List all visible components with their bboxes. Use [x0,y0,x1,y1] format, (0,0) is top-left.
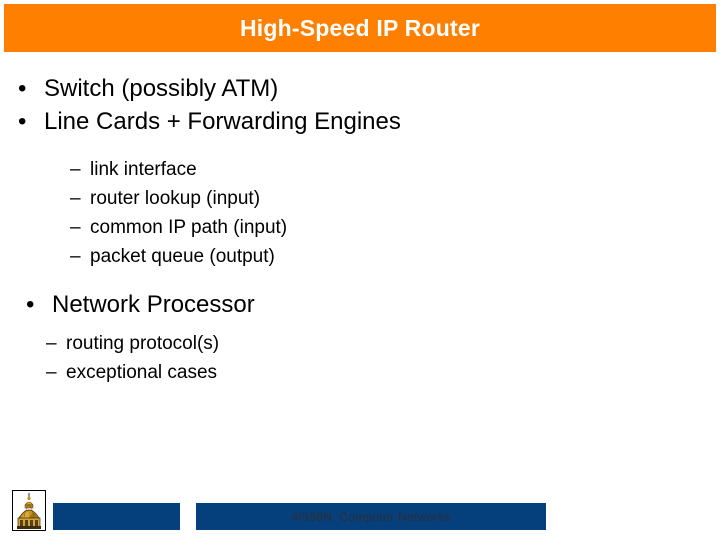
dash-marker-icon: – [70,246,81,267]
university-dome-logo-icon [12,490,46,531]
footer-bar-right: 4/598N: Computer Networks [196,503,546,530]
sub-bullet-item: – exceptional cases [0,358,720,387]
sub-bullet-label: link interface [90,159,197,180]
slide-title-banner: High-Speed IP Router [4,4,716,52]
bullet-label: Network Processor [52,291,255,318]
bullet-label: Switch (possibly ATM) [44,75,279,102]
footer-bar-left [53,503,180,530]
spacer [0,271,720,288]
dash-marker-icon: – [70,188,81,209]
dash-marker-icon: – [70,159,81,180]
footer-course-label: 4/598N: Computer Networks [291,509,451,524]
sub-bullet-label: router lookup (input) [90,188,261,209]
sub-bullet-label: packet queue (output) [90,246,275,267]
sub-bullet-item: – routing protocol(s) [0,329,720,358]
slide-content: • Switch (possibly ATM) • Line Cards + F… [0,72,720,387]
bullet-marker-icon: • [18,108,27,135]
dash-marker-icon: – [70,217,81,238]
spacer [0,321,720,329]
spacer [0,138,720,155]
sub-bullet-item: – common IP path (input) [0,213,720,242]
bullet-item: • Network Processor [0,288,720,321]
slide-footer: 4/598N: Computer Networks [0,486,720,540]
page-title: High-Speed IP Router [240,14,480,41]
sub-bullet-label: exceptional cases [66,362,218,383]
sub-bullet-item: – router lookup (input) [0,184,720,213]
bullet-label: Line Cards + Forwarding Engines [44,108,401,135]
dash-marker-icon: – [46,362,57,383]
sub-bullet-label: common IP path (input) [90,217,288,238]
bullet-item: • Switch (possibly ATM) [0,72,720,105]
bullet-marker-icon: • [18,75,27,102]
sub-bullet-item: – packet queue (output) [0,242,720,271]
sub-bullet-label: routing protocol(s) [66,333,220,354]
bullet-marker-icon: • [26,291,35,318]
sub-bullet-item: – link interface [0,155,720,184]
dash-marker-icon: – [46,333,57,354]
bullet-item: • Line Cards + Forwarding Engines [0,105,720,138]
